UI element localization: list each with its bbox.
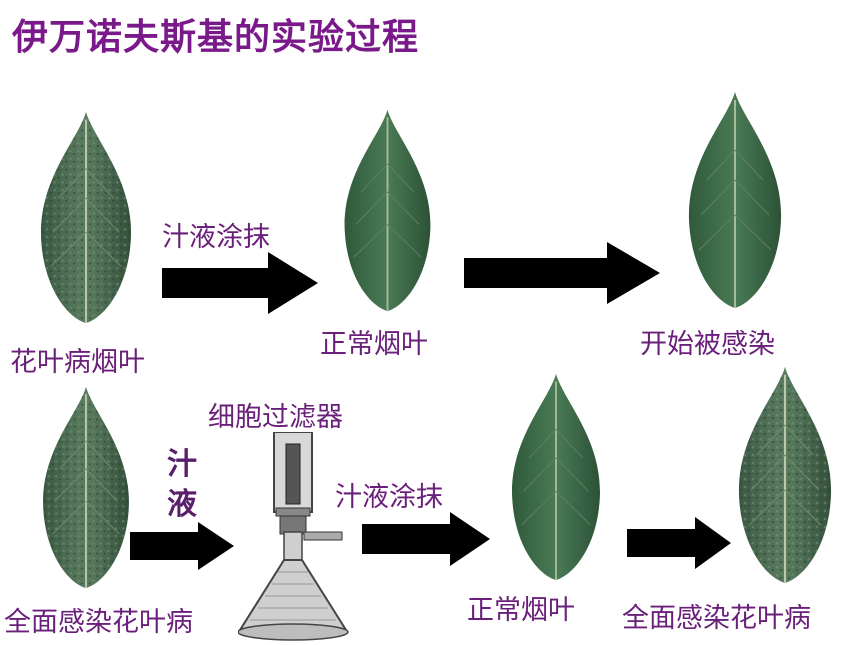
juice-char-2: 液 xyxy=(167,487,197,522)
diseased-leaf-3 xyxy=(735,365,835,585)
healthy-leaf-1 xyxy=(330,108,445,313)
arrow-right-icon xyxy=(128,520,236,572)
arrow-right-icon xyxy=(625,515,733,571)
full-infected-label-1: 全面感染花叶病 xyxy=(4,607,193,638)
smear-juice-label-1: 汁液涂抹 xyxy=(162,222,270,253)
juice-char-1: 汁 xyxy=(167,447,197,482)
page-title: 伊万诺夫斯基的实验过程 xyxy=(12,17,420,58)
infected-leaf-1 xyxy=(675,90,795,310)
diseased-leaf-2 xyxy=(36,385,136,590)
cell-filter-label: 细胞过滤器 xyxy=(208,402,343,433)
infected-leaf-label: 开始被感染 xyxy=(640,329,775,360)
arrow-right-icon xyxy=(360,510,492,568)
full-infected-label-2: 全面感染花叶病 xyxy=(622,603,811,634)
cell-filter-apparatus-icon xyxy=(238,432,358,642)
healthy-leaf-2 xyxy=(495,372,617,582)
arrow-right-icon xyxy=(462,240,662,306)
healthy-leaf-label-2: 正常烟叶 xyxy=(467,595,575,626)
smear-juice-label-2: 汁液涂抹 xyxy=(335,482,443,513)
arrow-right-icon xyxy=(160,250,320,316)
diseased-leaf-label: 花叶病烟叶 xyxy=(10,347,145,378)
healthy-leaf-label-1: 正常烟叶 xyxy=(320,329,428,360)
diseased-leaf-1 xyxy=(36,110,136,325)
